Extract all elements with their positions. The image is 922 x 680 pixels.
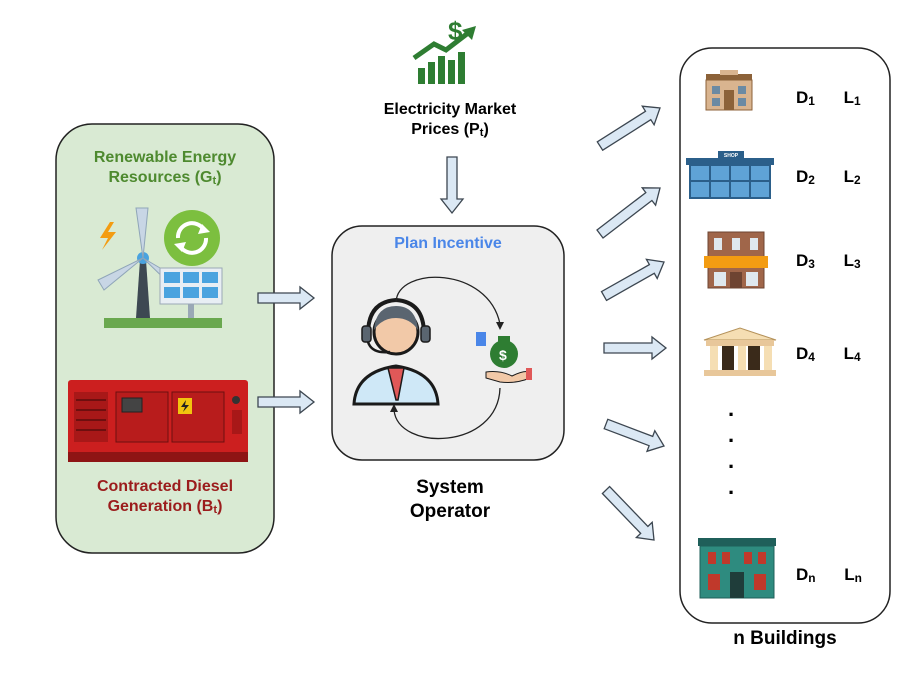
arrow-market-to-operator: [439, 156, 465, 215]
ellipsis-dot-4: .: [728, 474, 735, 499]
svg-text:$: $: [499, 347, 507, 363]
buildings-panel: [679, 47, 891, 624]
arrow-diesel-to-operator: [257, 389, 316, 415]
system-operator-line2: Operator: [409, 500, 491, 522]
renewable-close: ): [216, 169, 222, 186]
building-row-n: Dn Ln: [796, 565, 862, 585]
arrow-to-building-2: [596, 187, 661, 239]
renewable-subscript: t: [212, 174, 217, 187]
diesel-label: Contracted Diesel Generation (Bt): [56, 477, 274, 517]
demand-label-3: D3: [796, 251, 815, 271]
market-chart-icon: $: [412, 16, 476, 84]
arrow-to-building-3: [600, 258, 665, 302]
arrow-to-building-5: [603, 418, 665, 453]
demand-label-n: Dn: [796, 565, 816, 585]
demand-label-4: D4: [796, 344, 815, 364]
renewable-text: Resources (G: [108, 169, 213, 186]
building-icon-2: SHOP: [686, 151, 774, 199]
arrow-to-building-1: [596, 105, 661, 152]
load-label-4: L4: [843, 344, 861, 364]
building-icon-n: [698, 538, 776, 599]
market-prices-text: Prices (P: [411, 121, 480, 138]
building-row-1: D1 L1: [796, 88, 861, 108]
diesel-line2: Generation (Bt): [56, 497, 274, 517]
system-operator-panel: [331, 225, 565, 461]
buildings-title: n Buildings: [733, 628, 837, 649]
shop-sign-text: SHOP: [724, 153, 739, 159]
building-row-3: D3 L3: [796, 251, 861, 271]
diesel-line1: Contracted Diesel: [96, 478, 234, 495]
diesel-generator-icon: [68, 380, 248, 462]
incentive-cycle-loop: [390, 276, 504, 440]
demand-label-2: D2: [796, 167, 815, 187]
building-row-2: D2 L2: [796, 167, 861, 187]
system-operator-icon: [352, 297, 440, 406]
demand-label-1: D1: [796, 88, 815, 108]
diesel-text: Generation (B: [107, 498, 214, 515]
arrow-to-building-n: [601, 485, 655, 541]
ellipsis-dot-2: .: [728, 422, 735, 447]
renewable-energy-icon: [97, 207, 223, 328]
market-prices-line2: Prices (Pt): [352, 120, 548, 140]
building-row-4: D4 L4: [796, 344, 861, 364]
building-icon-3: [704, 231, 768, 289]
load-label-2: L2: [843, 167, 861, 187]
load-label-3: L3: [843, 251, 861, 271]
renewable-label: Renewable Energy Resources (Gt): [56, 148, 274, 188]
market-prices-close: ): [483, 121, 489, 138]
arrow-renewable-to-operator: [257, 285, 316, 311]
load-label-1: L1: [843, 88, 861, 108]
svg-text:$: $: [448, 16, 463, 46]
renewable-line1: Renewable Energy: [93, 149, 237, 166]
building-icon-1: [705, 70, 753, 111]
market-prices-line1: Electricity Market: [383, 101, 517, 118]
system-operator-line1: System: [416, 477, 484, 498]
arrow-to-building-4: [603, 335, 668, 361]
plan-incentive-label: Plan Incentive: [394, 235, 502, 252]
market-prices-label: Electricity Market Prices (Pt): [352, 100, 548, 140]
building-icon-4: [703, 327, 777, 376]
renewable-line2: Resources (Gt): [56, 168, 274, 188]
market-prices-subscript: t: [479, 126, 484, 139]
ellipsis-dot-3: .: [728, 448, 735, 473]
diesel-close: ): [217, 498, 223, 515]
load-label-n: Ln: [844, 565, 862, 585]
incentive-money-icon: $: [476, 332, 532, 383]
system-operator-label: System Operator: [352, 476, 548, 524]
diesel-subscript: t: [213, 503, 218, 516]
ellipsis-dot-1: .: [728, 396, 735, 421]
